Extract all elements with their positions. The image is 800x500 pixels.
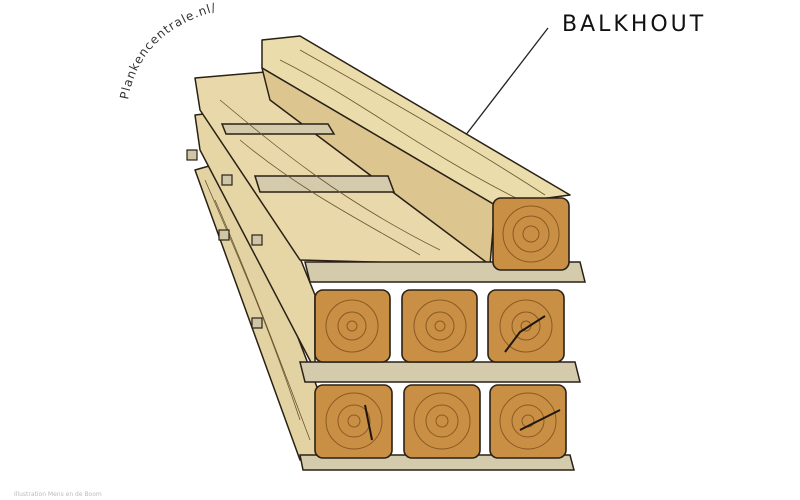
beam-end-top [492, 197, 570, 271]
end-grain-faces [314, 197, 570, 459]
beam-end-mid-2 [401, 289, 478, 363]
wood-grain [204, 49, 546, 441]
credit-text: Illustration Mens en de Boom [14, 491, 102, 498]
beam-end-mid-3 [487, 289, 565, 363]
leader-line [464, 27, 549, 137]
label-balkhout: BALKHOUT [562, 12, 707, 37]
beam-end-mid-1 [314, 289, 391, 363]
spacer-battens-top [220, 123, 586, 471]
side-blocks [186, 149, 263, 329]
beam-end-bottom-3 [489, 384, 567, 459]
beam-end-bottom-1 [314, 384, 393, 459]
beam-end-bottom-2 [403, 384, 481, 459]
cracks [364, 315, 561, 441]
